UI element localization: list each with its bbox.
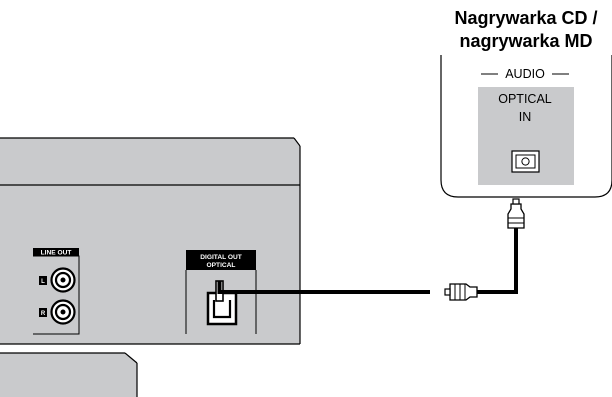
recorder-title-line1: Nagrywarka CD / xyxy=(454,8,597,28)
optical-in-label-line1: OPTICAL xyxy=(498,92,552,106)
optical-cable-to-recorder xyxy=(477,228,518,294)
recorder-title-line2: nagrywarka MD xyxy=(459,31,592,51)
line-out-label: LINE OUT xyxy=(41,249,72,256)
digital-out-label-line1: DIGITAL OUT xyxy=(200,254,242,261)
player-base xyxy=(0,353,137,397)
rca-jack-right xyxy=(50,299,76,325)
optical-in-port-icon xyxy=(511,150,540,173)
audio-section-label: AUDIO xyxy=(505,67,545,81)
optical-plug-free-end xyxy=(444,283,478,301)
player-rear-panel: LINE OUT L R DIGITAL OUT OPTICAL xyxy=(0,137,301,397)
recorder-device: Nagrywarka CD / nagrywarka MD AUDIO OPTI… xyxy=(440,8,612,198)
optical-plug-recorder-end xyxy=(507,198,525,229)
line-out-group: LINE OUT L R xyxy=(33,248,80,335)
right-channel-label: R xyxy=(41,311,46,317)
optical-cable-line xyxy=(217,281,430,294)
optical-cable xyxy=(215,198,525,302)
digital-out-label-line2: OPTICAL xyxy=(207,262,236,269)
rca-jack-left xyxy=(50,267,76,293)
left-channel-label: L xyxy=(41,279,45,285)
optical-in-label-line2: IN xyxy=(519,110,532,124)
